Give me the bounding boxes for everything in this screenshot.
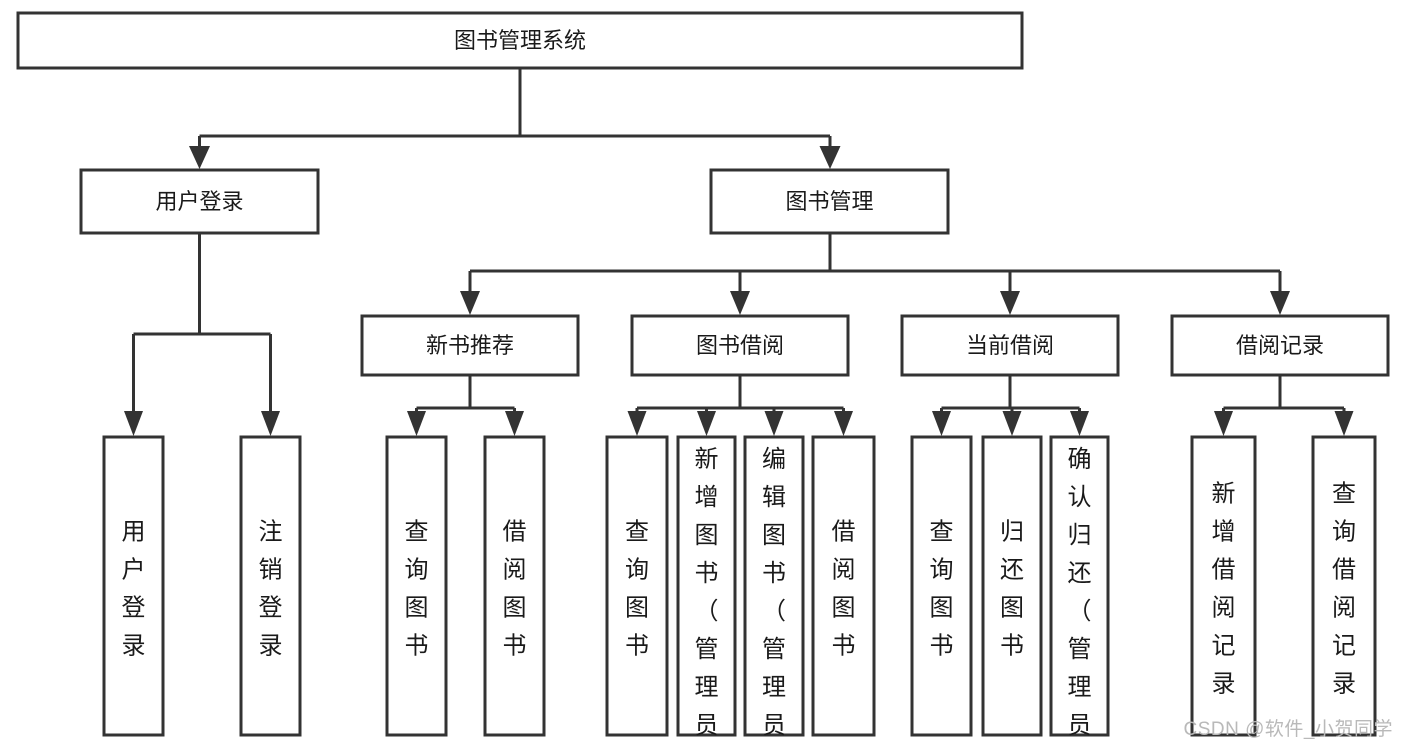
node-new-book-recommend[interactable]: 新书推荐 <box>360 314 580 377</box>
node-book-borrow-box[interactable] <box>630 314 850 377</box>
arrow-head-leaf-add-book <box>697 411 716 436</box>
node-user-login[interactable]: 用户登录 <box>79 168 320 235</box>
leaf-return-book[interactable]: 归还图书 <box>981 435 1043 737</box>
connector-group-bookborrow-to-leaves <box>627 375 853 436</box>
arrow-head-leaf-add-record <box>1214 411 1233 436</box>
leaf-user-login[interactable]: 用户登录 <box>102 435 165 737</box>
arrow-head-leaf-borrow-book-2 <box>834 411 853 436</box>
arrow-head-user-login <box>189 146 210 169</box>
leaf-query-book-borrow[interactable]: 查询图书 <box>605 435 669 737</box>
node-current-borrow[interactable]: 当前借阅 <box>900 314 1120 377</box>
leaf-query-book-rec[interactable]: 查询图书 <box>385 435 448 737</box>
leaf-add-book-admin-label: 新增图书（管理员） <box>695 446 719 747</box>
node-new-book-recommend-label: 新书推荐 <box>426 333 514 358</box>
arrow-head-leaf-return-book <box>1002 411 1022 436</box>
leaf-query-book-borrow-label: 查询图书 <box>625 519 649 660</box>
node-book-borrow-label: 图书借阅 <box>696 333 784 358</box>
connector-group-currentborrow-to-leaves <box>932 375 1089 436</box>
node-user-login-box[interactable] <box>79 168 320 235</box>
arrow-head-current-borrow <box>1000 291 1020 315</box>
arrow-head-leaf-borrow-book-1 <box>505 411 524 436</box>
arrow-head-new-book-rec <box>460 291 480 315</box>
arrow-head-leaf-user-login <box>124 411 143 436</box>
leaf-return-book-box[interactable] <box>981 435 1043 737</box>
leaf-logout-box[interactable] <box>239 435 302 737</box>
connector-group-bookmanage-to-level3 <box>460 233 1290 315</box>
node-borrow-record-box[interactable] <box>1170 314 1390 377</box>
node-borrow-record-label: 借阅记录 <box>1236 333 1324 358</box>
arrow-head-book-borrow <box>730 291 750 315</box>
node-book-borrow[interactable]: 图书借阅 <box>630 314 850 377</box>
node-root-label: 图书管理系统 <box>454 28 586 53</box>
leaf-confirm-return-admin-box[interactable] <box>1049 435 1110 737</box>
leaf-borrow-book-box[interactable] <box>811 435 876 737</box>
node-book-management-box[interactable] <box>709 168 950 235</box>
leaf-query-borrow-record-box[interactable] <box>1311 435 1377 737</box>
leaf-query-book-rec-box[interactable] <box>385 435 448 737</box>
node-new-book-recommend-box[interactable] <box>360 314 580 377</box>
leaf-edit-book-admin-label: 编辑图书（管理员） <box>762 446 786 747</box>
arrow-head-leaf-query-book-3 <box>932 411 951 436</box>
leaf-query-book-rec-label: 查询图书 <box>405 519 429 660</box>
leaf-user-login-box[interactable] <box>102 435 165 737</box>
leaf-query-borrow-record-label: 查询借阅记录 <box>1332 481 1356 698</box>
leaf-query-book-borrow-box[interactable] <box>605 435 669 737</box>
leaf-query-book-current-box[interactable] <box>910 435 973 737</box>
leaf-add-book-admin-box[interactable] <box>676 435 737 737</box>
leaf-return-book-label: 归还图书 <box>1000 519 1024 660</box>
arrow-head-book-manage <box>819 146 841 169</box>
leaf-borrow-book-rec[interactable]: 借阅图书 <box>483 435 546 737</box>
connector-group-newbookrec-to-leaves <box>407 375 524 436</box>
leaf-borrow-book-label: 借阅图书 <box>832 519 856 660</box>
node-current-borrow-label: 当前借阅 <box>966 333 1054 358</box>
leaf-borrow-book-rec-box[interactable] <box>483 435 546 737</box>
connector-group-root-to-level2 <box>189 68 841 169</box>
leaf-add-borrow-record-label: 新增借阅记录 <box>1212 481 1236 698</box>
node-borrow-record[interactable]: 借阅记录 <box>1170 314 1390 377</box>
connector-group-userlogin-to-leaves <box>124 233 280 436</box>
leaf-add-book-admin[interactable]: 新增图书（管理员） <box>676 435 737 747</box>
arrow-head-leaf-logout <box>261 411 280 436</box>
node-book-management-label: 图书管理 <box>785 189 873 214</box>
leaf-edit-book-admin[interactable]: 编辑图书（管理员） <box>743 435 805 747</box>
leaf-borrow-book-rec-label: 借阅图书 <box>503 519 527 660</box>
leaf-add-borrow-record[interactable]: 新增借阅记录 <box>1190 435 1257 737</box>
leaf-add-borrow-record-box[interactable] <box>1190 435 1257 737</box>
connector-group-borrowrecord-to-leaves <box>1214 375 1354 436</box>
leaf-query-book-current[interactable]: 查询图书 <box>910 435 973 737</box>
leaf-logout-label: 注销登录 <box>259 519 283 660</box>
leaf-confirm-return-admin-label: 确认归还（管理员） <box>1068 446 1092 747</box>
leaf-confirm-return-admin[interactable]: 确认归还（管理员） <box>1049 435 1110 747</box>
csdn-watermark: CSDN @软件_小贺同学 <box>1183 719 1393 740</box>
node-root-box[interactable] <box>16 11 1024 70</box>
node-current-borrow-box[interactable] <box>900 314 1120 377</box>
node-root[interactable]: 图书管理系统 <box>16 11 1024 70</box>
arrow-head-leaf-query-book-1 <box>407 411 426 436</box>
leaf-edit-book-admin-box[interactable] <box>743 435 805 737</box>
node-book-management[interactable]: 图书管理 <box>709 168 950 235</box>
leaf-borrow-book[interactable]: 借阅图书 <box>811 435 876 737</box>
leaf-query-borrow-record[interactable]: 查询借阅记录 <box>1311 435 1377 737</box>
leaf-logout[interactable]: 注销登录 <box>239 435 302 737</box>
arrow-head-leaf-edit-book <box>764 411 784 436</box>
leaf-query-book-current-label: 查询图书 <box>930 519 954 660</box>
node-user-login-label: 用户登录 <box>155 189 243 214</box>
arrow-head-leaf-query-book-2 <box>627 411 647 436</box>
arrow-head-leaf-confirm-return <box>1070 411 1089 436</box>
arrow-head-borrow-record <box>1270 291 1290 315</box>
leaf-user-login-label: 用户登录 <box>122 519 146 660</box>
arrow-head-leaf-query-record <box>1334 411 1354 436</box>
